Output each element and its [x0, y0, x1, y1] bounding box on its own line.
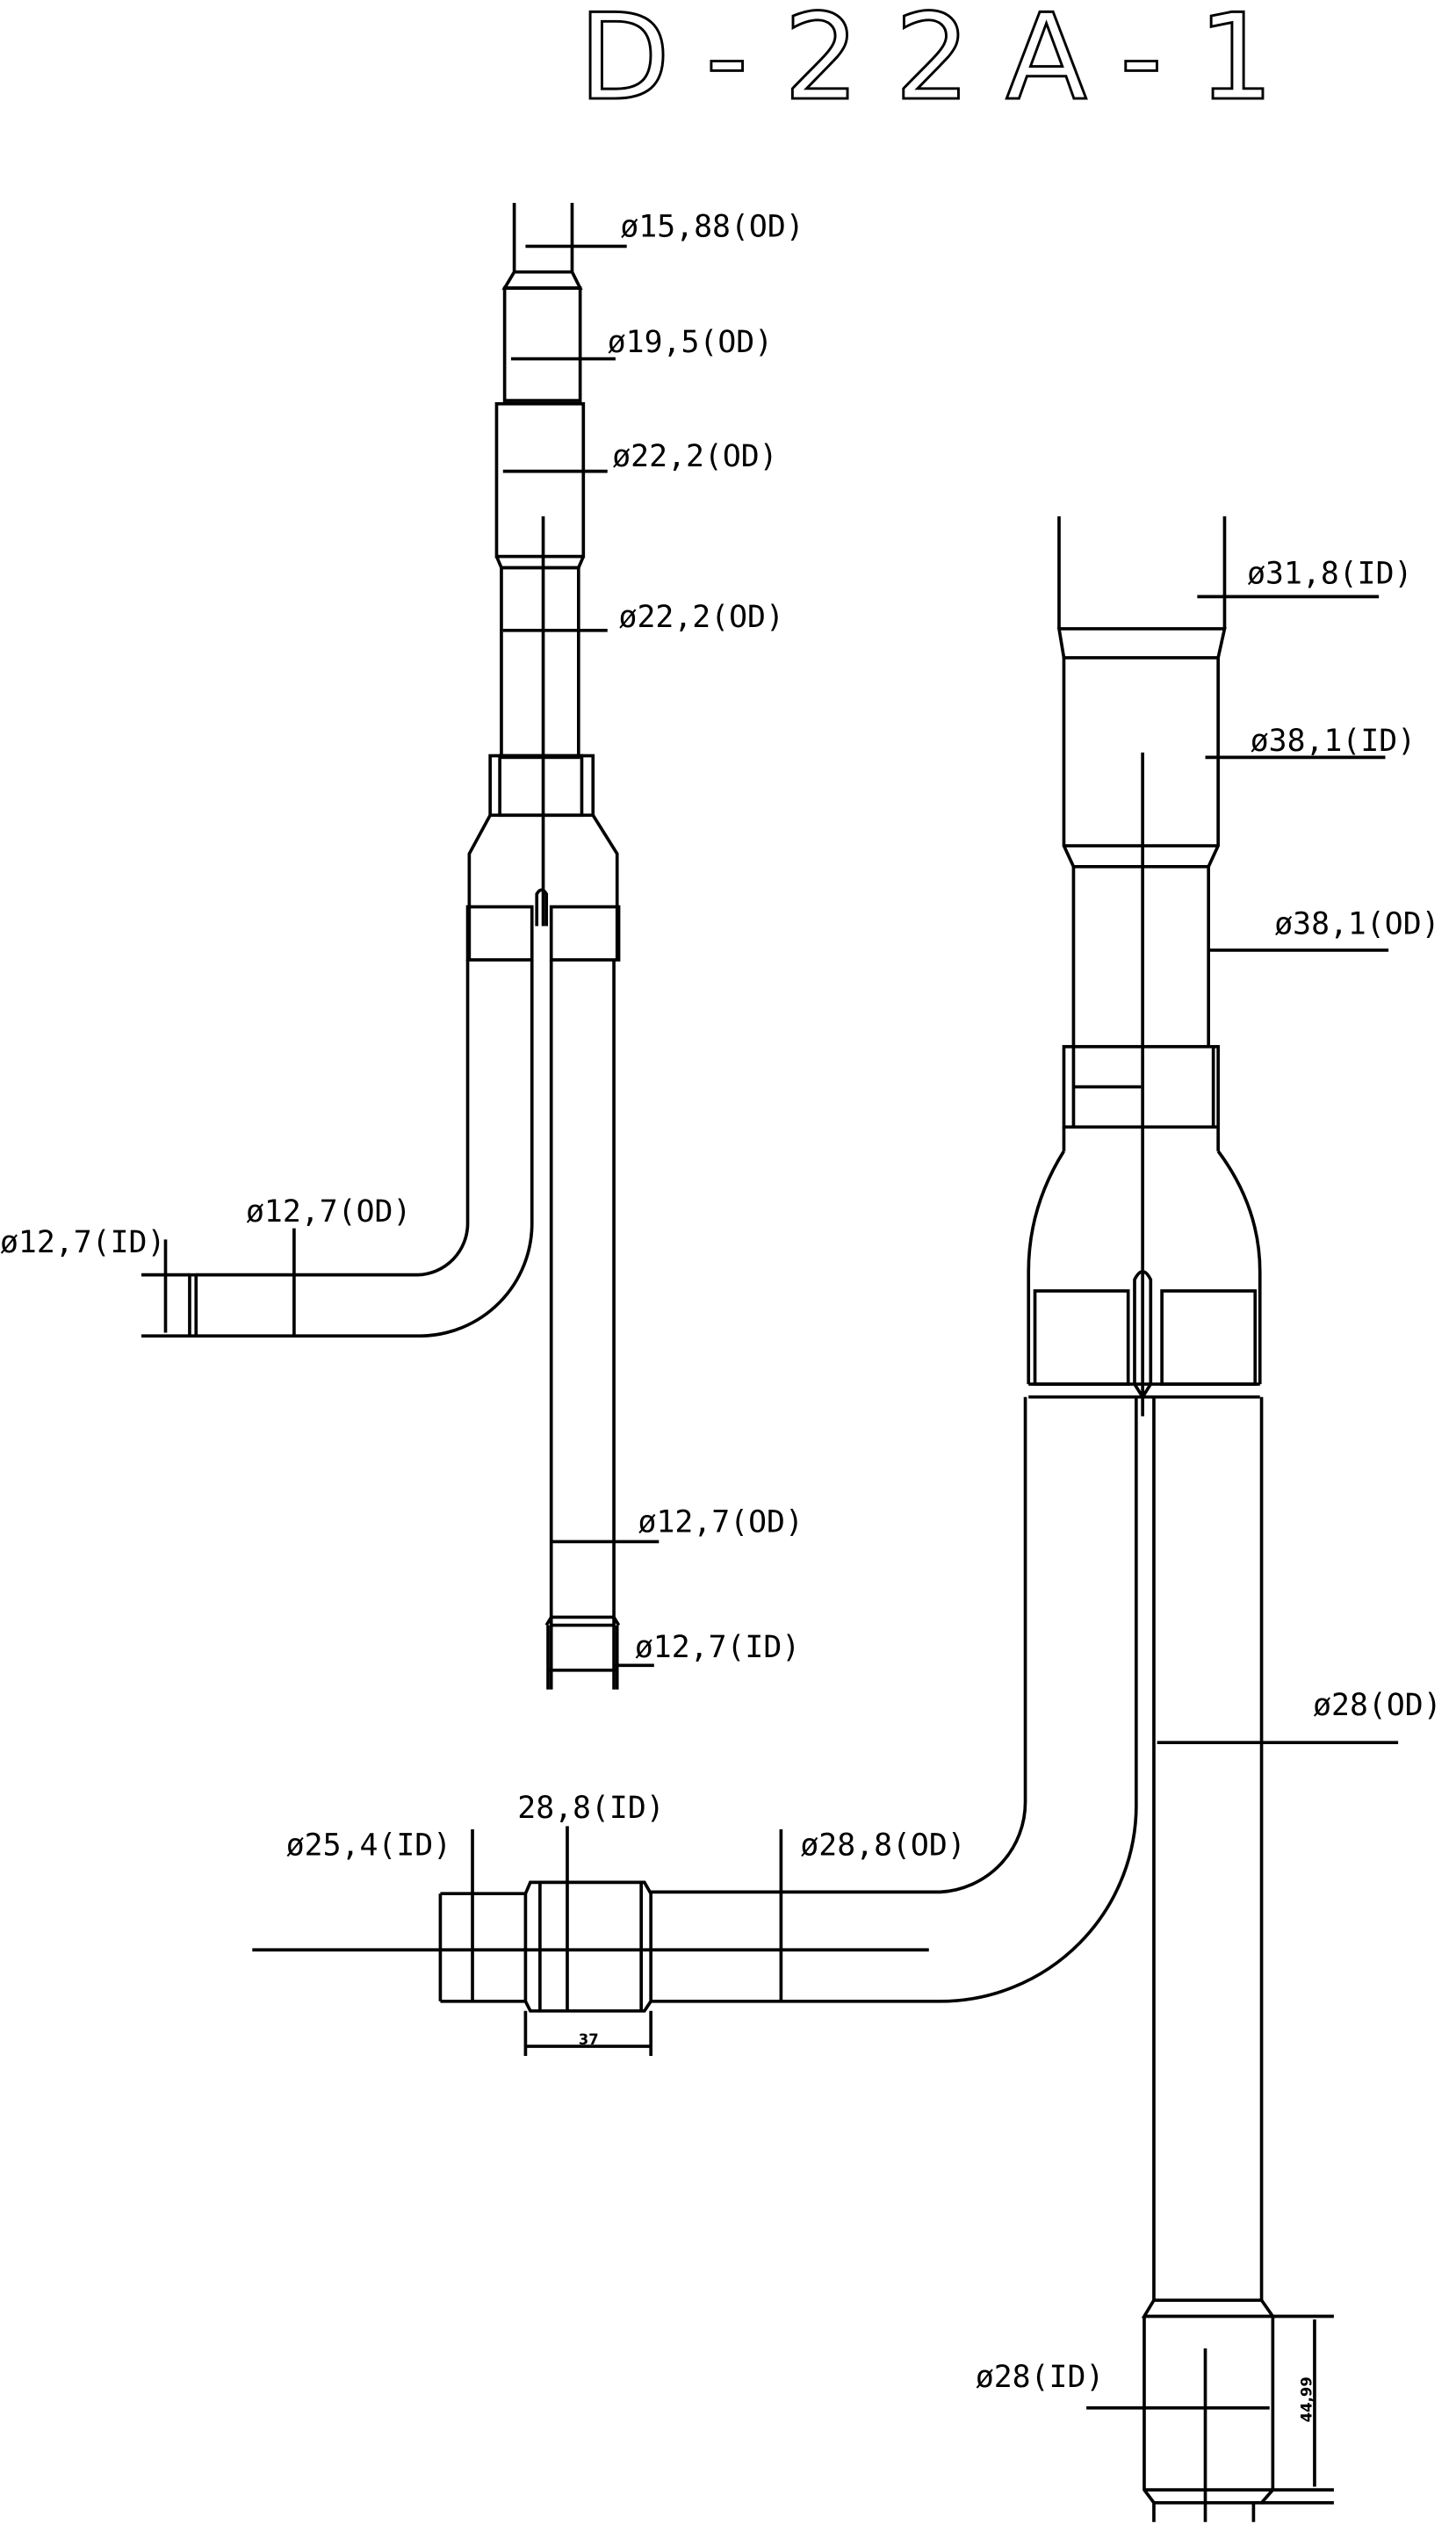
- left-labels: ø15,88(OD) ø19,5(OD) ø22,2(OD) ø22,2(OD)…: [0, 209, 804, 1665]
- left-branch-pipe: [141, 203, 660, 1690]
- label-22-2-od-2: ø22,2(OD): [619, 600, 784, 635]
- label-19-5-od: ø19,5(OD): [608, 325, 773, 360]
- label-12-7-id: ø12,7(ID): [0, 1225, 165, 1260]
- label-28-od: ø28(OD): [1313, 1688, 1442, 1723]
- label-25-4-id: ø25,4(ID): [286, 1828, 451, 1863]
- label-28-id: ø28(ID): [976, 2360, 1105, 2395]
- label-28-8-id: 28,8(ID): [517, 1791, 664, 1826]
- label-28-8-od: ø28,8(OD): [800, 1828, 965, 1863]
- label-12-7-od-2: ø12,7(OD): [638, 1504, 804, 1540]
- label-38-1-id: ø38,1(ID): [1251, 724, 1416, 759]
- label-22-2-od: ø22,2(OD): [612, 439, 777, 474]
- dimension-length: 37: [579, 2031, 599, 2048]
- label-12-7-id-2: ø12,7(ID): [635, 1630, 800, 1665]
- dimension-height: 44,99: [1298, 2376, 1315, 2422]
- label-12-7-od: ø12,7(OD): [246, 1194, 411, 1230]
- right-branch-pipe: [252, 516, 1399, 2522]
- drawing-title: D-22A-1: [579, 0, 1309, 126]
- label-31-8-id: ø31,8(ID): [1247, 557, 1412, 592]
- label-38-1-od: ø38,1(OD): [1274, 907, 1439, 942]
- right-labels: ø31,8(ID) ø38,1(ID) ø38,1(OD) ø28(OD) ø2…: [286, 557, 1442, 2423]
- label-15-88-od: ø15,88(OD): [620, 209, 804, 244]
